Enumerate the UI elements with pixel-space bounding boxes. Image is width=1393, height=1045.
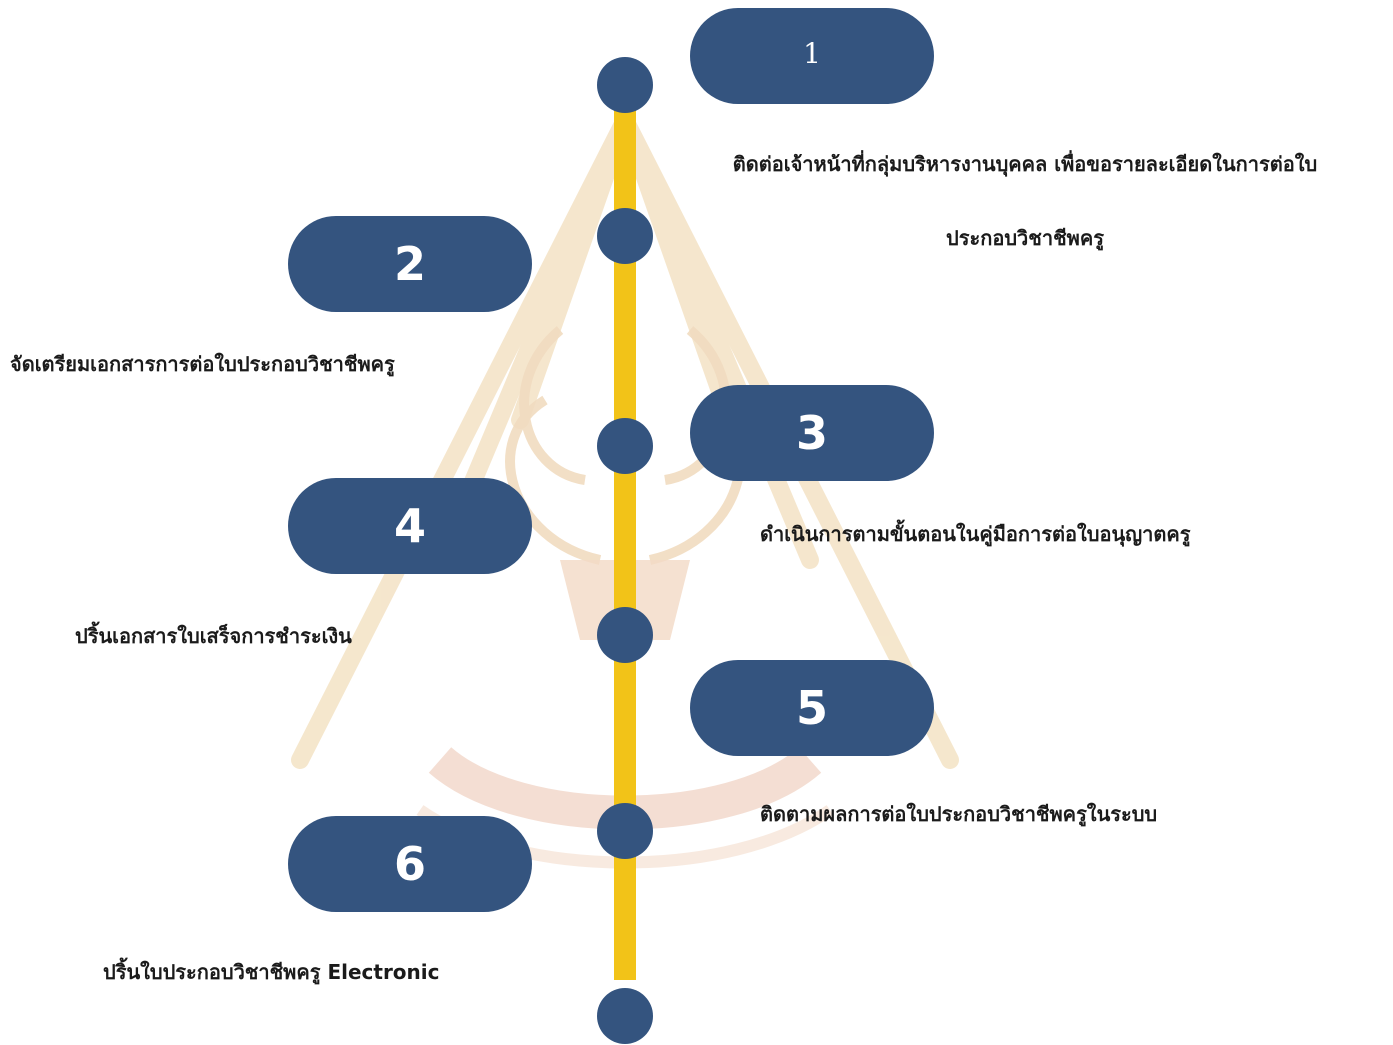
step-1-description-line-1: ติดต่อเจ้าหน้าที่กลุ่มบริหารงานบุคคล เพื… xyxy=(732,152,1318,176)
step-4-number: 4 xyxy=(288,478,532,574)
timeline-dot-2 xyxy=(597,208,653,264)
step-2-description: จัดเตรียมเอกสารการต่อใบประกอบวิชาชีพครู xyxy=(10,352,395,376)
step-3-number: 3 xyxy=(690,385,934,481)
timeline-dot-1 xyxy=(597,57,653,113)
timeline-dot-end xyxy=(597,988,653,1044)
step-5-description: ติดตามผลการต่อใบประกอบวิชาชีพครูในระบบ xyxy=(760,802,1158,826)
timeline-line xyxy=(614,80,636,980)
step-4-description: ปริ้นเอกสารใบเสร็จการชำระเงิน xyxy=(75,624,352,648)
step-1-description-line-2: ประกอบวิชาชีพครู xyxy=(946,226,1104,250)
step-3-description: ดำเนินการตามขั้นตอนในคู่มือการต่อใบอนุญา… xyxy=(760,522,1191,546)
timeline-dot-4 xyxy=(597,607,653,663)
step-2-number: 2 xyxy=(288,216,532,312)
timeline-dot-3 xyxy=(597,418,653,474)
step-1-description: ติดต่อเจ้าหน้าที่กลุ่มบริหารงานบุคคล เพื… xyxy=(665,148,1385,254)
step-6-number: 6 xyxy=(288,816,532,912)
step-1-number: 1 xyxy=(690,8,934,104)
timeline-dot-5 xyxy=(597,803,653,859)
step-6-description: ปริ้นใบประกอบวิชาชีพครู Electronic xyxy=(103,960,440,984)
step-5-number: 5 xyxy=(690,660,934,756)
